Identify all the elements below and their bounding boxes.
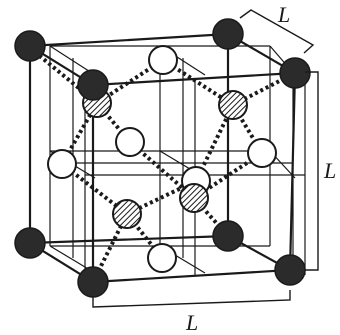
- face-atom: [47, 149, 77, 179]
- depth-dimension-label: L: [277, 2, 290, 27]
- corner-atoms: [14, 18, 311, 298]
- height-dimension-label: L: [323, 158, 336, 183]
- corner-atom: [212, 18, 244, 50]
- width-dimension-label: L: [185, 310, 198, 335]
- face-atom: [115, 127, 145, 157]
- face-atom: [148, 45, 178, 75]
- corner-atom: [14, 30, 46, 62]
- height-dimension-bracket: [305, 71, 319, 271]
- interior-atom: [218, 90, 248, 120]
- corner-atom: [279, 57, 311, 89]
- corner-atom: [77, 69, 109, 101]
- corner-atom: [212, 220, 244, 252]
- interior-atom: [179, 183, 209, 213]
- dimension-markers: [92, 9, 319, 308]
- corner-atom: [77, 266, 109, 298]
- corner-atom: [274, 254, 306, 286]
- face-atom: [147, 243, 177, 273]
- depth-dimension-bracket: [239, 9, 315, 54]
- interior-atoms: [82, 88, 248, 229]
- width-dimension-bracket: [92, 290, 291, 308]
- corner-atom: [14, 227, 46, 259]
- face-atom: [247, 138, 277, 168]
- interior-atom: [112, 199, 142, 229]
